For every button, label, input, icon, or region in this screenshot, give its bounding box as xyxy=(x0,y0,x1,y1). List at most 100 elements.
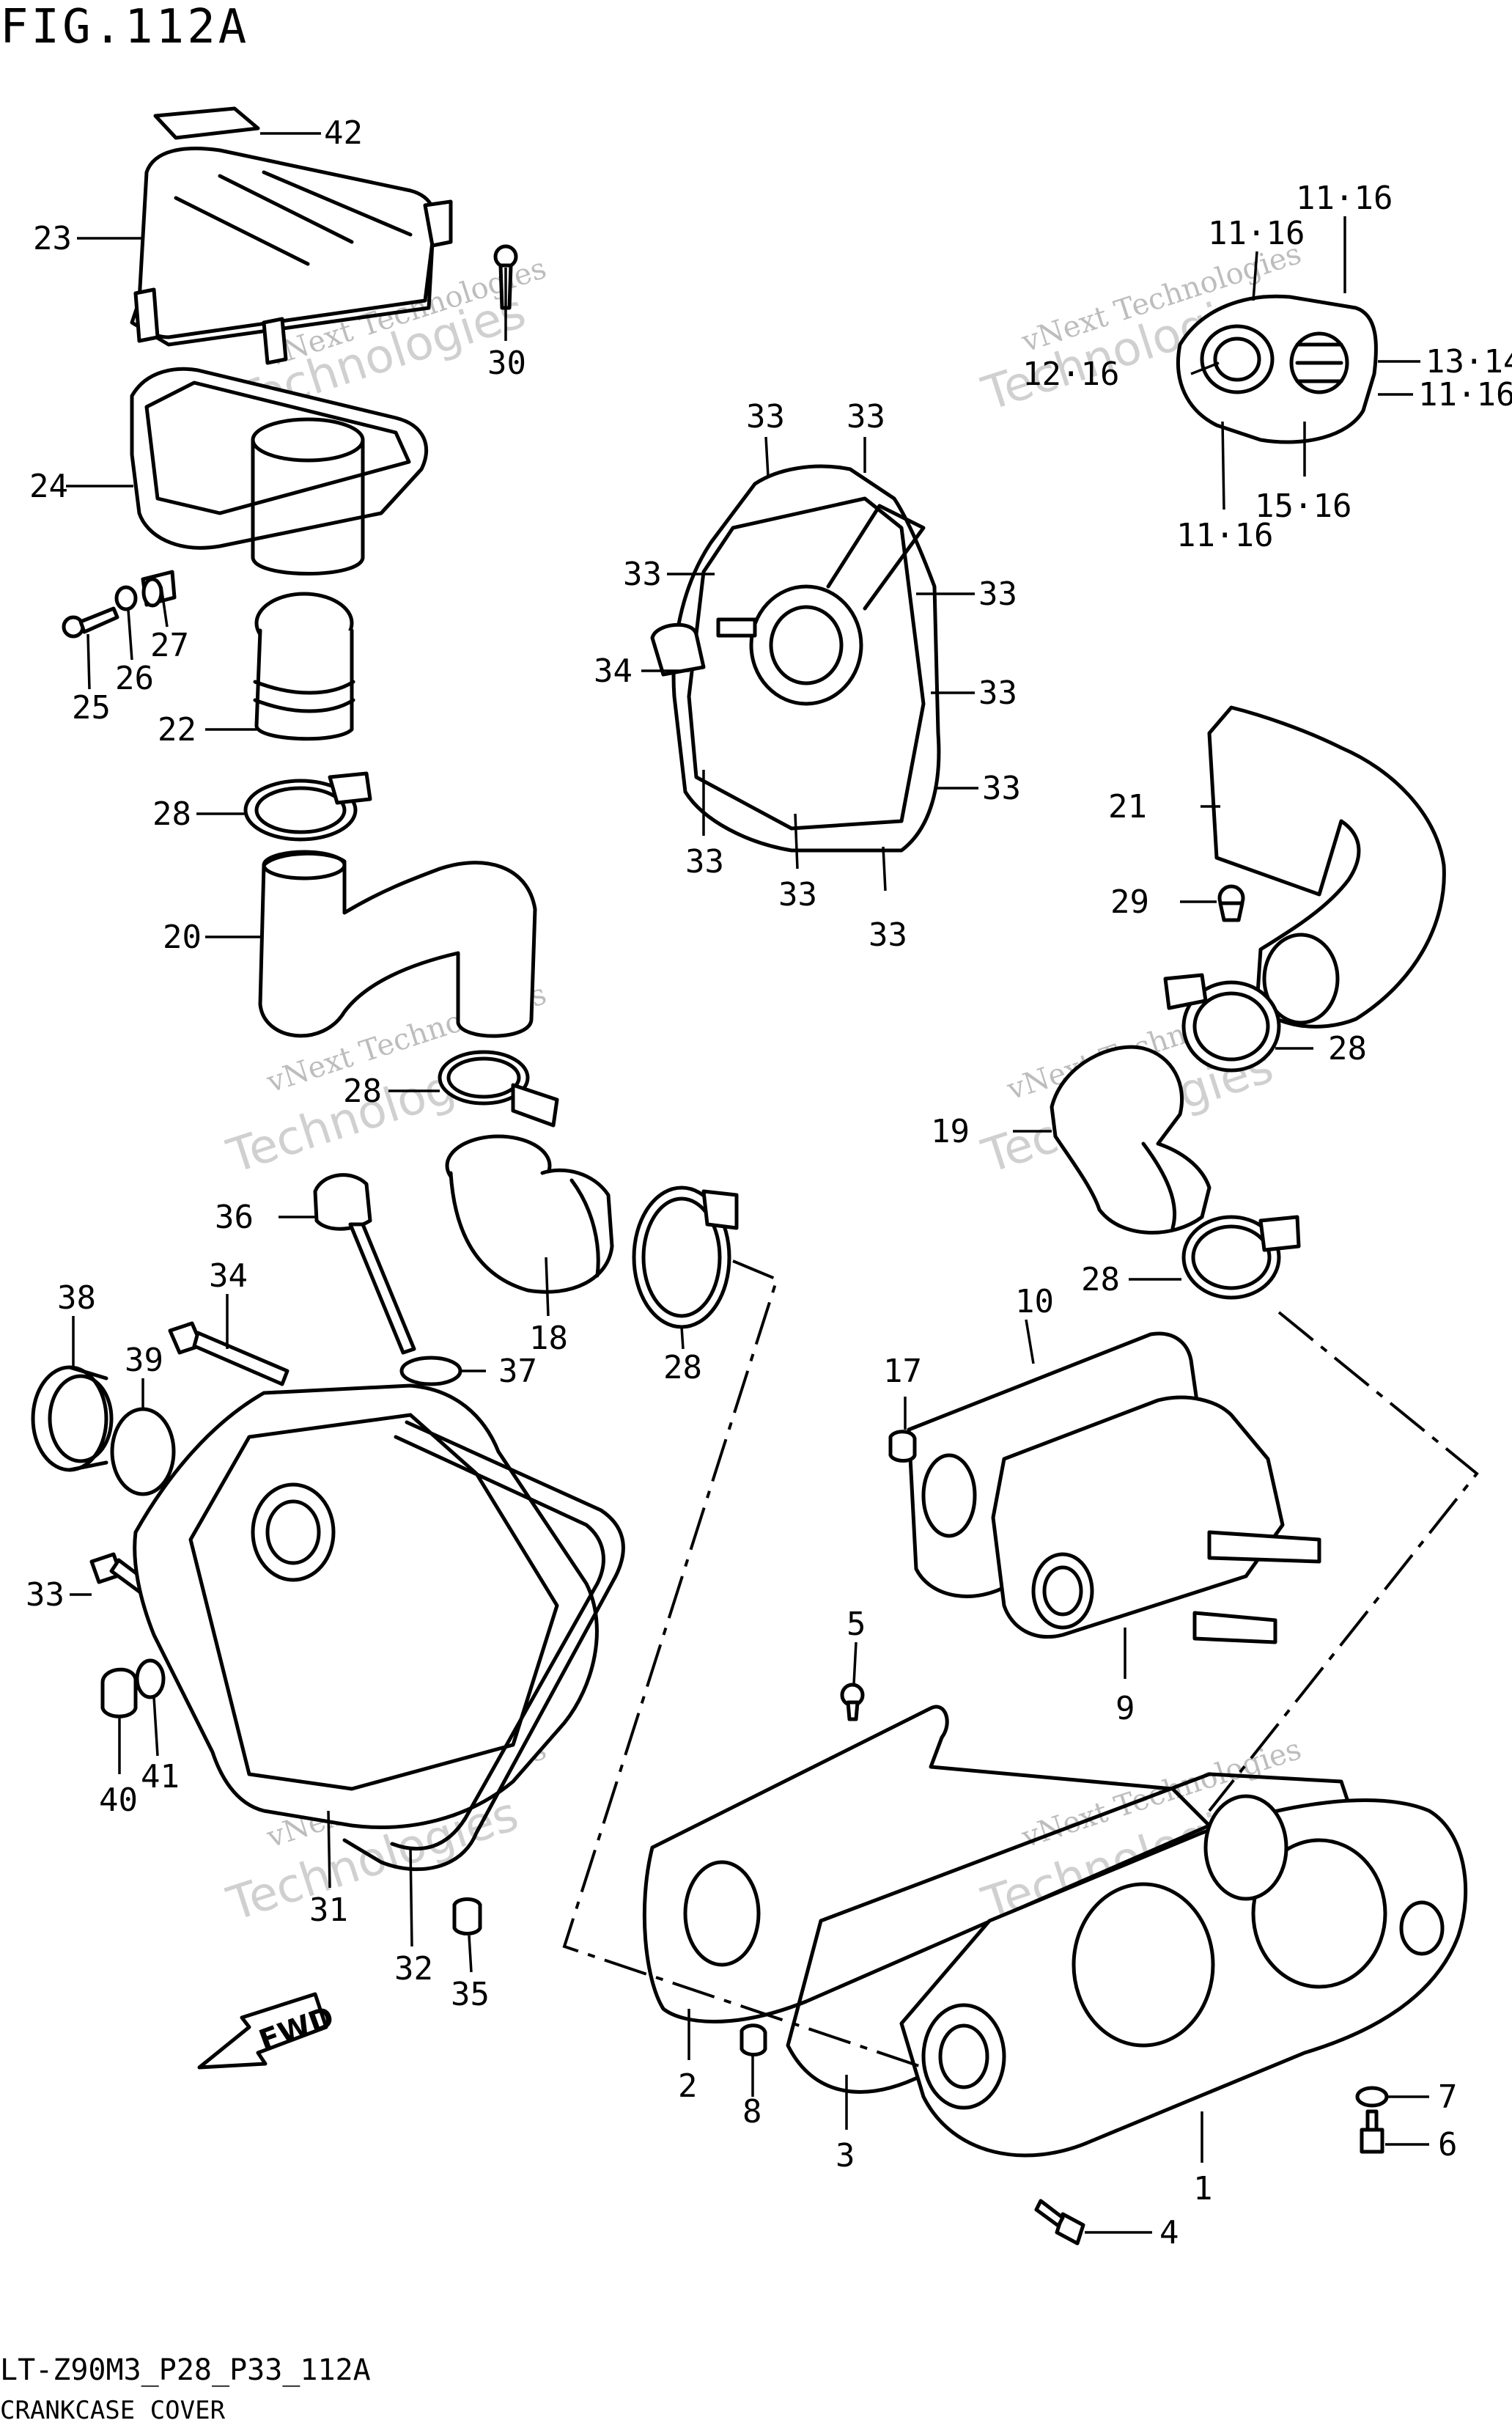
part-top-right-cover xyxy=(1176,294,1378,444)
part-26-washer xyxy=(114,585,138,611)
label-33-d: 33 xyxy=(978,576,1017,613)
part-7-washer xyxy=(1355,2086,1389,2108)
label-27: 27 xyxy=(150,627,189,664)
label-11-16-a: 11·16 xyxy=(1296,180,1393,217)
label-11-16-c: 11·16 xyxy=(1418,376,1512,413)
label-32: 32 xyxy=(394,1950,433,1988)
label-5: 5 xyxy=(847,1606,866,1643)
part-6-bolt xyxy=(1360,2109,1384,2154)
diagram-code: LT-Z90M3_P28_P33_112A xyxy=(0,2353,371,2387)
label-7: 7 xyxy=(1438,2078,1458,2116)
label-28c: 28 xyxy=(663,1349,702,1386)
part-4-bolt xyxy=(1034,2199,1085,2246)
label-12-16: 12·16 xyxy=(1022,356,1119,393)
part-41-washer xyxy=(135,1658,166,1699)
part-23-air-cleaner-cap xyxy=(130,147,453,365)
part-39-o-ring xyxy=(110,1407,176,1496)
label-20: 20 xyxy=(163,919,202,956)
label-8: 8 xyxy=(742,2093,762,2130)
figure-title: FIG.112A xyxy=(0,0,250,54)
label-33-c: 33 xyxy=(623,556,662,593)
label-28d: 28 xyxy=(1328,1030,1367,1067)
label-1: 1 xyxy=(1193,2170,1213,2207)
part-29-fastener xyxy=(1217,884,1245,922)
part-32-gasket xyxy=(342,1420,625,1872)
label-28b: 28 xyxy=(343,1073,382,1110)
label-33-a: 33 xyxy=(746,398,785,435)
part-22-intake-boot xyxy=(253,592,355,741)
label-15-16: 15·16 xyxy=(1255,488,1351,525)
label-40: 40 xyxy=(99,1782,138,1819)
part-1-clutch-cover xyxy=(899,1794,1468,2158)
part-28b-clamp xyxy=(438,1050,559,1128)
label-33-i: 33 xyxy=(869,916,907,954)
label-33-left: 33 xyxy=(26,1576,64,1614)
label-34b: 34 xyxy=(594,652,633,690)
part-9-housing xyxy=(991,1395,1321,1644)
label-29: 29 xyxy=(1110,883,1149,921)
part-42-pad xyxy=(153,106,260,140)
part-27-grommet xyxy=(141,570,177,608)
label-38: 38 xyxy=(57,1279,96,1317)
part-25-bolt xyxy=(62,606,119,639)
part-5-bolt xyxy=(840,1683,865,1721)
label-35: 35 xyxy=(451,1976,490,2013)
label-11-16-d: 11·16 xyxy=(1176,517,1273,554)
label-9: 9 xyxy=(1115,1690,1135,1727)
label-37: 37 xyxy=(498,1353,537,1390)
label-26: 26 xyxy=(115,660,154,697)
label-2: 2 xyxy=(678,2067,698,2105)
label-39: 39 xyxy=(125,1342,163,1379)
callout-labels: 42 23 30 24 27 26 25 22 28 20 28 36 18 2… xyxy=(26,114,1512,2251)
part-24-air-cleaner-case xyxy=(130,367,429,576)
part-38-oil-seal xyxy=(31,1365,114,1472)
label-24: 24 xyxy=(29,468,68,505)
part-36-dipstick xyxy=(313,1173,416,1355)
part-40-plug xyxy=(100,1667,138,1718)
part-20-hose xyxy=(258,850,537,1038)
label-4: 4 xyxy=(1159,2214,1179,2251)
label-10: 10 xyxy=(1015,1283,1054,1320)
diagram-name: CRANKCASE COVER xyxy=(0,2396,226,2425)
label-22: 22 xyxy=(158,711,196,749)
label-33-g: 33 xyxy=(685,843,724,880)
label-28a: 28 xyxy=(152,795,191,833)
label-33-h: 33 xyxy=(778,876,817,913)
part-28e-clamp xyxy=(1181,1215,1301,1300)
label-36: 36 xyxy=(215,1199,254,1236)
label-13-14: 13·14 xyxy=(1426,343,1512,380)
part-21-intake-duct xyxy=(1207,705,1446,1029)
part-34a-bolt xyxy=(168,1321,290,1386)
part-28a-clamp xyxy=(243,771,372,842)
label-6: 6 xyxy=(1438,2126,1458,2163)
part-17-dowel-pin xyxy=(888,1430,917,1463)
part-37-o-ring xyxy=(399,1356,462,1386)
label-28e: 28 xyxy=(1081,1261,1120,1298)
label-34a: 34 xyxy=(209,1257,248,1295)
part-generator-cover xyxy=(650,464,941,853)
label-33-e: 33 xyxy=(978,674,1017,712)
leader-lines xyxy=(66,132,1429,2234)
fwd-direction-arrow: FWD xyxy=(197,1992,339,2070)
label-21: 21 xyxy=(1108,788,1147,826)
assembly-line-right xyxy=(1208,1311,1479,1812)
label-18: 18 xyxy=(529,1320,568,1357)
label-41: 41 xyxy=(141,1758,180,1795)
label-3: 3 xyxy=(836,2137,855,2174)
part-19-hose xyxy=(1050,1045,1212,1235)
assembly-line-left xyxy=(562,1260,924,2069)
label-19: 19 xyxy=(931,1113,970,1150)
label-11-16-b: 11·16 xyxy=(1208,215,1305,252)
label-17: 17 xyxy=(883,1353,922,1390)
part-35-dowel-pin xyxy=(452,1897,482,1935)
part-31-crankcase-cover xyxy=(133,1383,599,1829)
part-28c-clamp xyxy=(632,1185,739,1329)
label-31: 31 xyxy=(309,1891,348,1929)
label-33-f: 33 xyxy=(982,770,1021,807)
label-25: 25 xyxy=(72,689,111,727)
label-33-b: 33 xyxy=(847,398,885,435)
label-42: 42 xyxy=(324,114,363,152)
part-2-gasket xyxy=(642,1705,1212,2023)
